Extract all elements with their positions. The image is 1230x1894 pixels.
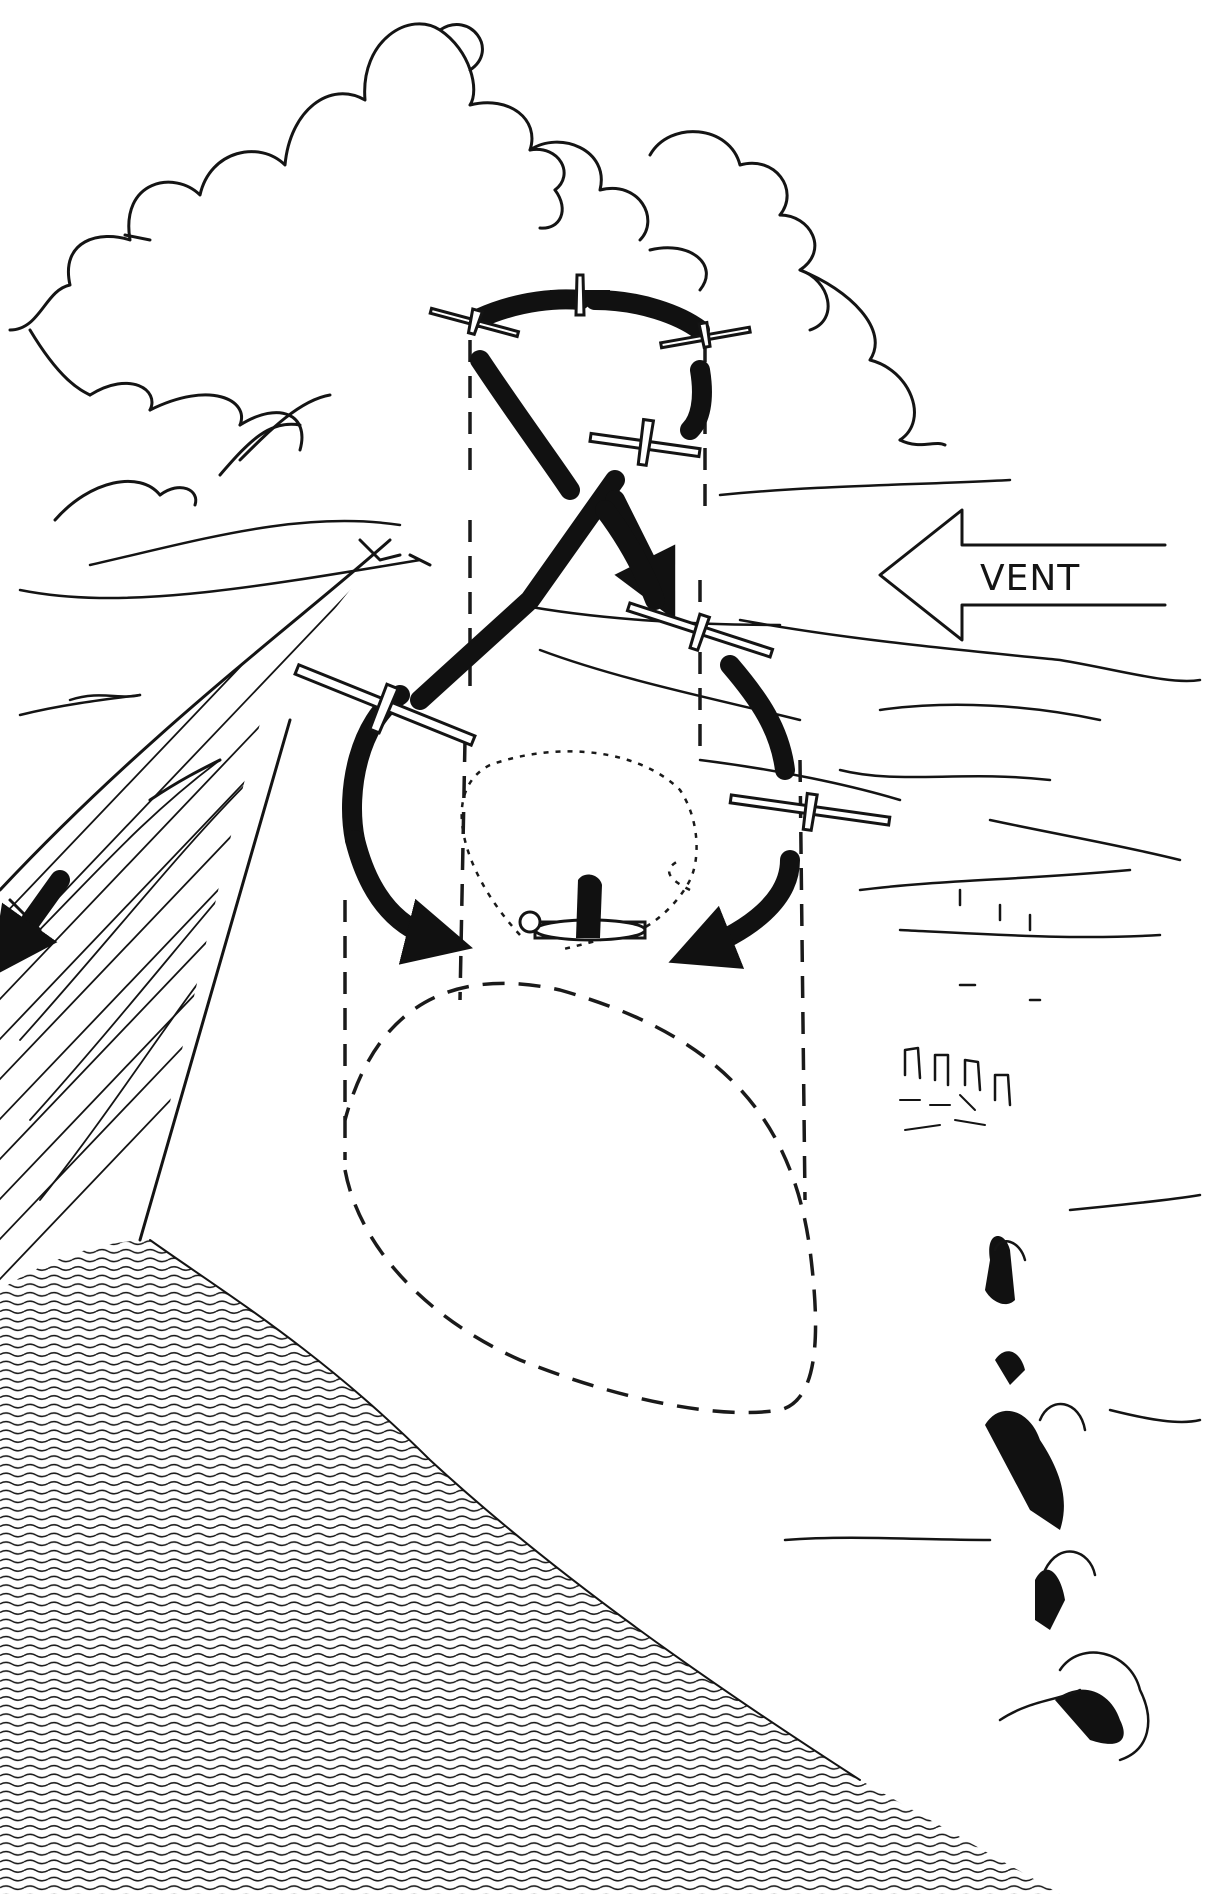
glider-top-left xyxy=(428,306,521,339)
glider-right-low xyxy=(728,791,892,833)
glider-top-right xyxy=(658,320,752,350)
gliders xyxy=(293,273,892,942)
lift-cylinder xyxy=(343,340,818,1415)
glider-left xyxy=(293,662,477,748)
lake-shore xyxy=(149,1239,861,1781)
glider-top-center xyxy=(550,273,610,317)
wind-arrow: VENT xyxy=(878,508,1167,642)
wind-label: VENT xyxy=(980,558,1080,599)
landscape-ridges xyxy=(18,478,1202,1542)
lake xyxy=(0,1240,1060,1894)
glider-mid xyxy=(588,417,702,468)
village-marks xyxy=(903,888,1042,1107)
glider-landing xyxy=(518,874,647,942)
shoreline-vegetation xyxy=(899,1094,1150,1762)
flight-path xyxy=(342,289,800,969)
glider-right-mid xyxy=(625,601,775,659)
cloud-bank xyxy=(8,22,947,522)
